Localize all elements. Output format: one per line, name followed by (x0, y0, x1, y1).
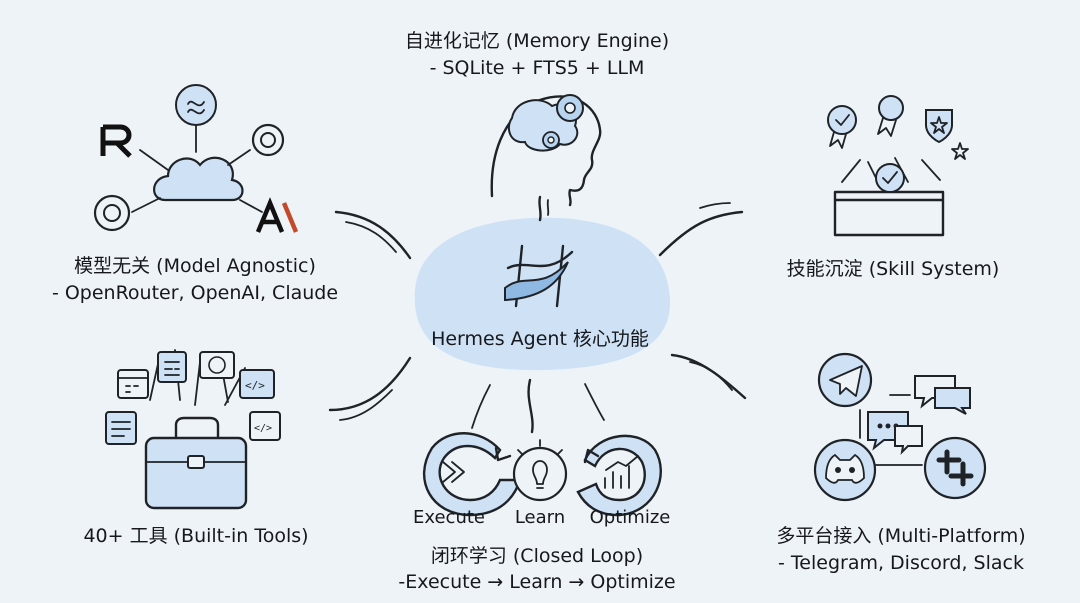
chat-bubbles-icon (867, 375, 971, 455)
discord-icon (813, 438, 877, 502)
cloud-icon (153, 156, 244, 202)
model-subtitle: - OpenRouter, OpenAI, Claude (51, 282, 339, 304)
memory-title: 自进化记忆 (Memory Engine) (404, 30, 670, 52)
loop-step-execute: Execute (413, 507, 485, 528)
memory-subtitle: - SQLite + FTS5 + LLM (429, 57, 645, 79)
loop-step-optimize: Optimize (589, 507, 671, 528)
connector-loop (527, 378, 534, 434)
model-connector-lines (131, 124, 263, 213)
loop-step-learn: Learn (514, 507, 566, 528)
skill-title: 技能沉淀 (Skill System) (786, 258, 1000, 280)
model-title: 模型无关 (Model Agnostic) (74, 255, 316, 277)
center-title: Hermes Agent 核心功能 (431, 328, 649, 350)
connector-model (334, 210, 412, 260)
toolbox-badges-icon (827, 95, 969, 237)
tilde-circle-icon (175, 84, 217, 126)
connector-platform (670, 353, 747, 400)
svg-text:</>: </> (245, 379, 265, 392)
connector-tools (328, 356, 412, 412)
multi-platform-icons (813, 352, 987, 502)
slack-icon (923, 436, 987, 500)
briefcase-tools-icon: </> </> (105, 349, 281, 510)
connector-memory (538, 195, 542, 222)
center-blob (414, 217, 671, 371)
connector-lines (328, 195, 747, 434)
brain-gears-icon (490, 94, 602, 207)
closed-loop-diagram (422, 432, 662, 517)
svg-text:</>: </> (254, 423, 272, 434)
telegram-plane-icon (817, 352, 873, 408)
connector-skill (658, 210, 744, 257)
anthropic-a-icon (255, 197, 299, 233)
platform-subtitle: - Telegram, Discord, Slack (778, 552, 1024, 574)
loop-subtitle: -Execute → Learn → Optimize (398, 571, 676, 593)
openai-knot-icon (93, 123, 285, 232)
loop-title: 闭环学习 (Closed Loop) (430, 545, 644, 567)
tools-title: 40+ 工具 (Built-in Tools) (83, 525, 309, 547)
hermes-h-logo-icon (504, 244, 574, 308)
platform-title: 多平台接入 (Multi-Platform) (776, 525, 1026, 547)
openrouter-r-icon (100, 124, 132, 158)
